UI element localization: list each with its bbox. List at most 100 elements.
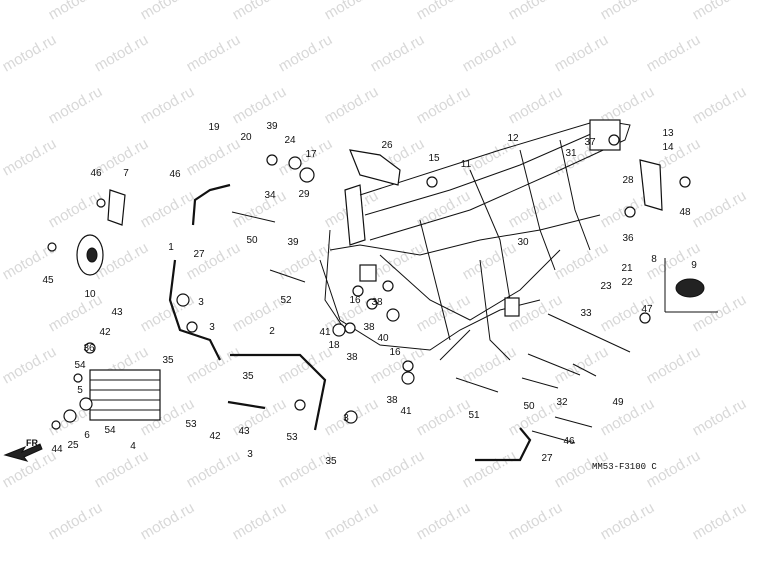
watermark-text: motod.ru — [460, 239, 520, 283]
watermark-text: motod.ru — [460, 31, 520, 75]
watermark-text: motod.ru — [690, 0, 750, 23]
watermark-text: motod.ru — [184, 447, 244, 491]
watermark-text: motod.ru — [46, 83, 106, 127]
watermark-text: motod.ru — [552, 31, 612, 75]
watermark-text: motod.ru — [0, 31, 59, 75]
watermark-text: motod.ru — [506, 499, 566, 543]
watermark-text: motod.ru — [690, 83, 750, 127]
bracket-28 — [639, 159, 663, 211]
callout-label: 37 — [584, 137, 596, 148]
callout-label: 41 — [400, 406, 412, 417]
watermark-text: motod.ru — [46, 0, 106, 23]
callout-label: 18 — [328, 340, 340, 351]
callout-label: 8 — [651, 254, 657, 265]
watermark-text: motod.ru — [414, 499, 474, 543]
callout-label: 4 — [130, 441, 136, 452]
callout-label: 52 — [280, 295, 292, 306]
callout-label: 51 — [468, 410, 480, 421]
callout-label: 2 — [269, 326, 275, 337]
callout-label: 35 — [325, 456, 337, 467]
callout-label: 53 — [185, 419, 197, 430]
watermark-text: motod.ru — [552, 343, 612, 387]
callout-label: 3 — [343, 413, 349, 424]
watermark-text: motod.ru — [230, 0, 290, 23]
diagram-code: MM53-F3100 C — [592, 462, 657, 472]
callout-label: 21 — [621, 263, 633, 274]
watermark-text: motod.ru — [414, 187, 474, 231]
callout-label: 39 — [287, 237, 299, 248]
watermark-text: motod.ru — [138, 83, 198, 127]
callout-label: 5 — [77, 385, 83, 396]
callout-label: 24 — [284, 135, 296, 146]
watermark-text: motod.ru — [690, 187, 750, 231]
fasteners — [47, 134, 691, 430]
main-frame — [319, 119, 631, 361]
front-arrow: FR. — [3, 438, 43, 462]
callout-label: 42 — [209, 431, 221, 442]
watermark-text: motod.ru — [368, 447, 428, 491]
watermark-text: motod.ru — [322, 499, 382, 543]
watermark-text: motod.ru — [184, 135, 244, 179]
watermark-text: motod.ru — [506, 0, 566, 23]
callout-label: 43 — [238, 426, 250, 437]
watermark-text: motod.ru — [506, 83, 566, 127]
callout-label: 35 — [242, 371, 254, 382]
callout-label: 53 — [286, 432, 298, 443]
watermark-text: motod.ru — [690, 395, 750, 439]
hose-27b — [475, 427, 532, 462]
watermark-text: motod.ru — [92, 31, 152, 75]
watermark-text: motod.ru — [598, 499, 658, 543]
oil-cooler — [89, 369, 161, 421]
front-label: FR. — [26, 438, 41, 448]
horn — [76, 234, 104, 276]
callout-label: 23 — [600, 281, 612, 292]
watermark-text: motod.ru — [414, 83, 474, 127]
callout-label: 38 — [386, 395, 398, 406]
callout-label: 3 — [198, 297, 204, 308]
watermark-text: motod.ru — [230, 187, 290, 231]
watermark-text: motod.ru — [460, 447, 520, 491]
watermark-text: motod.ru — [414, 395, 474, 439]
hose-43 — [227, 400, 266, 410]
callout-label: 45 — [42, 275, 54, 286]
callout-label: 12 — [507, 133, 519, 144]
callout-label: 46 — [169, 169, 181, 180]
watermark-text: motod.ru — [138, 0, 198, 23]
horn-bracket — [107, 189, 126, 226]
callout-label: 15 — [428, 153, 440, 164]
callout-label: 50 — [523, 401, 535, 412]
callout-label: 6 — [84, 430, 90, 441]
callout-label: 54 — [104, 425, 116, 436]
watermark-text: motod.ru — [690, 499, 750, 543]
callout-label: 9 — [691, 260, 697, 271]
callout-label: 49 — [612, 397, 624, 408]
callout-label: 25 — [67, 440, 79, 451]
callout-label: 10 — [84, 289, 96, 300]
callout-label: 3 — [247, 449, 253, 460]
watermark-text: motod.ru — [230, 499, 290, 543]
watermark-text: motod.ru — [46, 187, 106, 231]
callout-label: 19 — [208, 122, 220, 133]
callout-label: 46 — [563, 436, 575, 447]
watermark-text: motod.ru — [138, 187, 198, 231]
watermark-text: motod.ru — [92, 447, 152, 491]
callout-label: 1 — [168, 242, 174, 253]
watermark-text: motod.ru — [184, 239, 244, 283]
callout-label: 17 — [305, 149, 317, 160]
callout-label: 54 — [74, 360, 86, 371]
callout-label: 16 — [389, 347, 401, 358]
watermark-text: motod.ru — [322, 0, 382, 23]
watermark-text: motod.ru — [276, 343, 336, 387]
callout-label: 3 — [209, 322, 215, 333]
callout-label: 42 — [99, 327, 111, 338]
watermark-text: motod.ru — [414, 0, 474, 23]
callout-label: 29 — [298, 189, 310, 200]
watermark-text: motod.ru — [230, 83, 290, 127]
watermark-text: motod.ru — [506, 187, 566, 231]
callout-label: 38 — [346, 352, 358, 363]
watermark-text: motod.ru — [598, 395, 658, 439]
callout-label: 31 — [565, 148, 577, 159]
callout-label: 32 — [556, 397, 568, 408]
watermark-text: motod.ru — [598, 0, 658, 23]
